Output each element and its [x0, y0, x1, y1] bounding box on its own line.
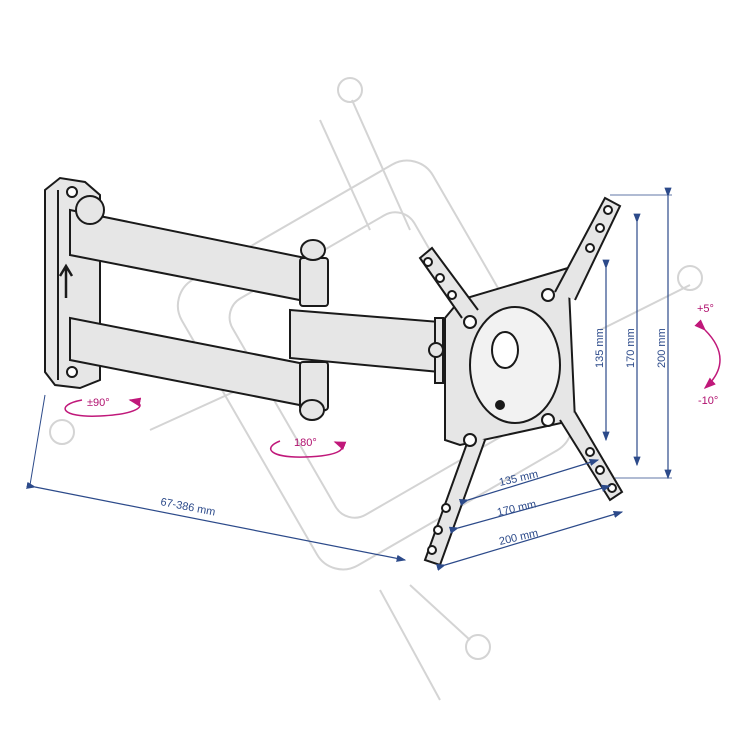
vesa-h-200-label: 200 mm [498, 527, 539, 548]
vesa-v-135-label: 135 mm [594, 328, 606, 368]
swivel-wall-label: ±90° [87, 397, 110, 409]
extension-dimension: 67-386 mm [26, 394, 407, 562]
watermark-logo [49, 77, 703, 701]
tilt-indicator: +5° -10° [694, 303, 721, 407]
tilt-down-label: -10° [698, 395, 718, 407]
vesa-v-200-label: 200 mm [656, 328, 668, 368]
extension-label: 67-386 mm [159, 496, 216, 518]
swivel-arm-label: 180° [294, 437, 317, 449]
vesa-plate [418, 196, 624, 567]
middle-arm [289, 308, 444, 384]
vesa-h-135-label: 135 mm [498, 468, 539, 489]
tilt-up-label: +5° [697, 303, 714, 315]
vesa-v-170-label: 170 mm [625, 328, 637, 368]
vesa-vertical-dimensions [602, 187, 672, 480]
upper-arm [69, 195, 329, 307]
lower-arm [69, 316, 329, 421]
vesa-horizontal-dimensions [435, 459, 624, 571]
vesa-h-170-label: 170 mm [496, 498, 537, 519]
swivel-wall-indicator: ±90° [64, 397, 142, 417]
swivel-arm-indicator: 180° [269, 437, 347, 458]
